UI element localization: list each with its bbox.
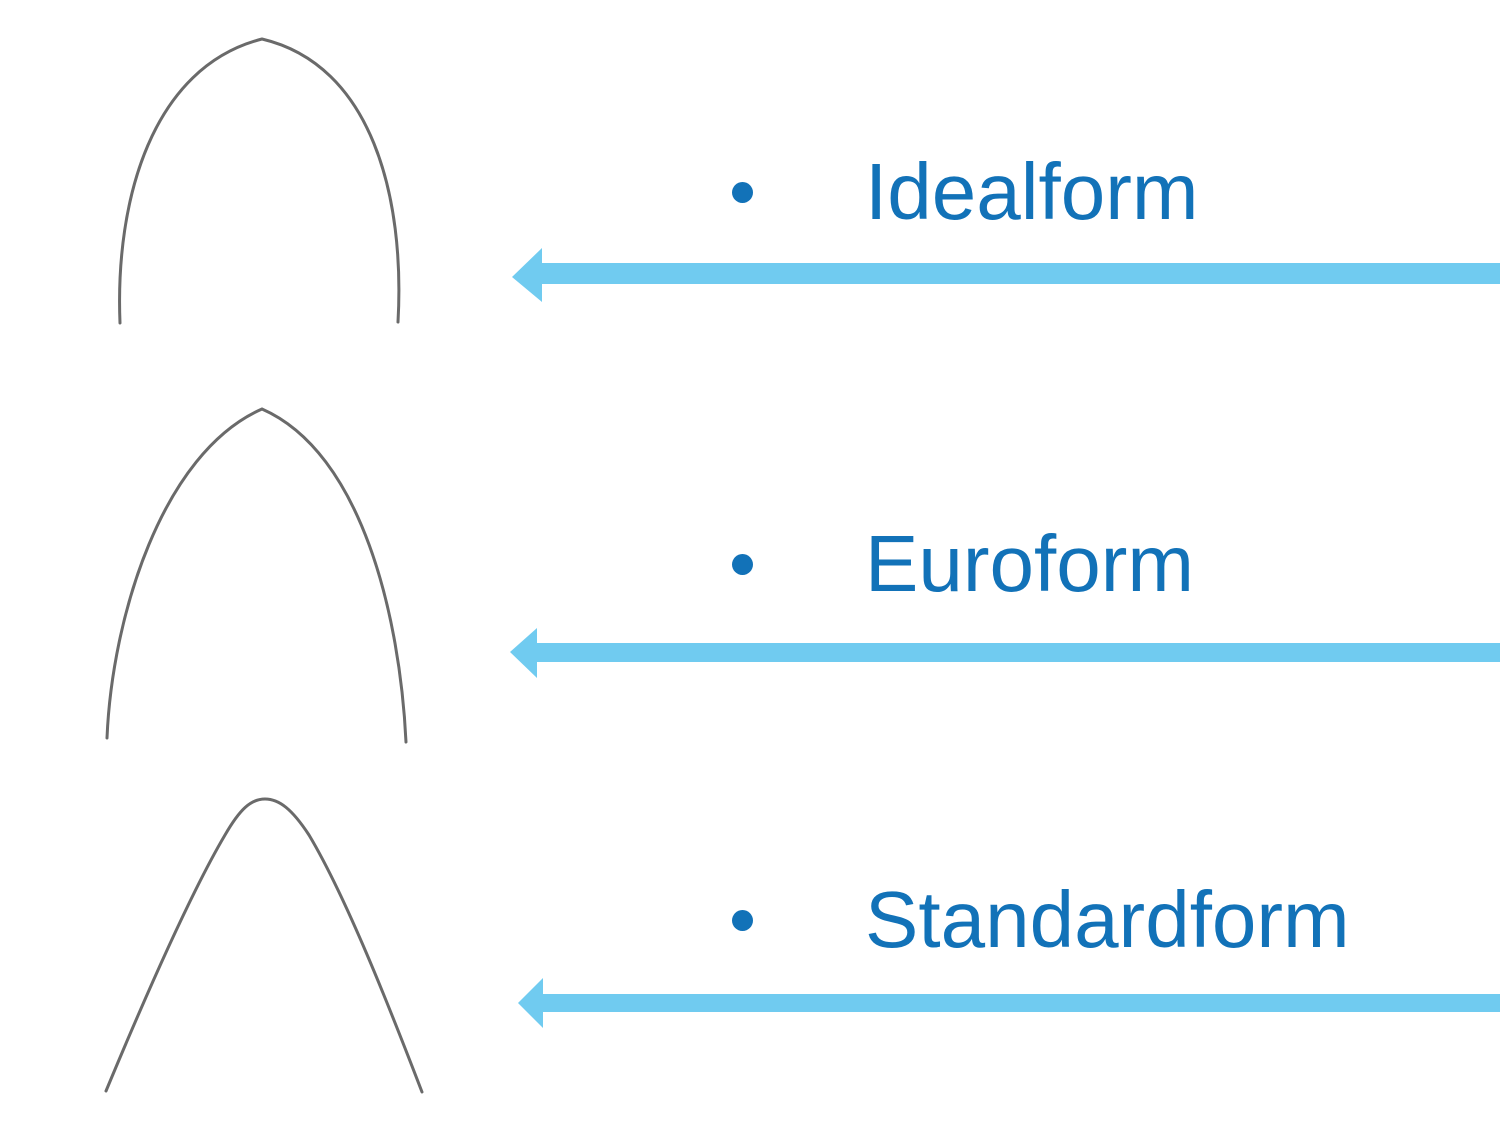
euroform-wire-path [105, 407, 408, 744]
label-row-standardform: Standardform [732, 880, 1350, 960]
left-arrow-idealform-icon [512, 248, 1500, 302]
bullet-icon [732, 181, 753, 203]
label-row-idealform: Idealform [732, 152, 1198, 232]
idealform-wire-path [118, 37, 401, 325]
label-row-euroform: Euroform [732, 524, 1194, 604]
idealform-archwire-icon [118, 37, 401, 325]
label-standardform: Standardform [865, 875, 1350, 964]
bullet-icon [732, 553, 753, 575]
left-arrow-shape [518, 978, 1500, 1028]
left-arrow-euroform-icon [510, 628, 1500, 678]
label-euroform: Euroform [865, 519, 1194, 608]
left-arrow-standardform-icon [518, 978, 1500, 1028]
standardform-wire-path [104, 797, 424, 1094]
bullet-icon [732, 909, 753, 931]
euroform-archwire-icon [105, 407, 408, 744]
standardform-archwire-icon [104, 797, 424, 1094]
left-arrow-shape [510, 628, 1500, 678]
label-idealform: Idealform [865, 147, 1199, 236]
left-arrow-shape [512, 248, 1500, 302]
